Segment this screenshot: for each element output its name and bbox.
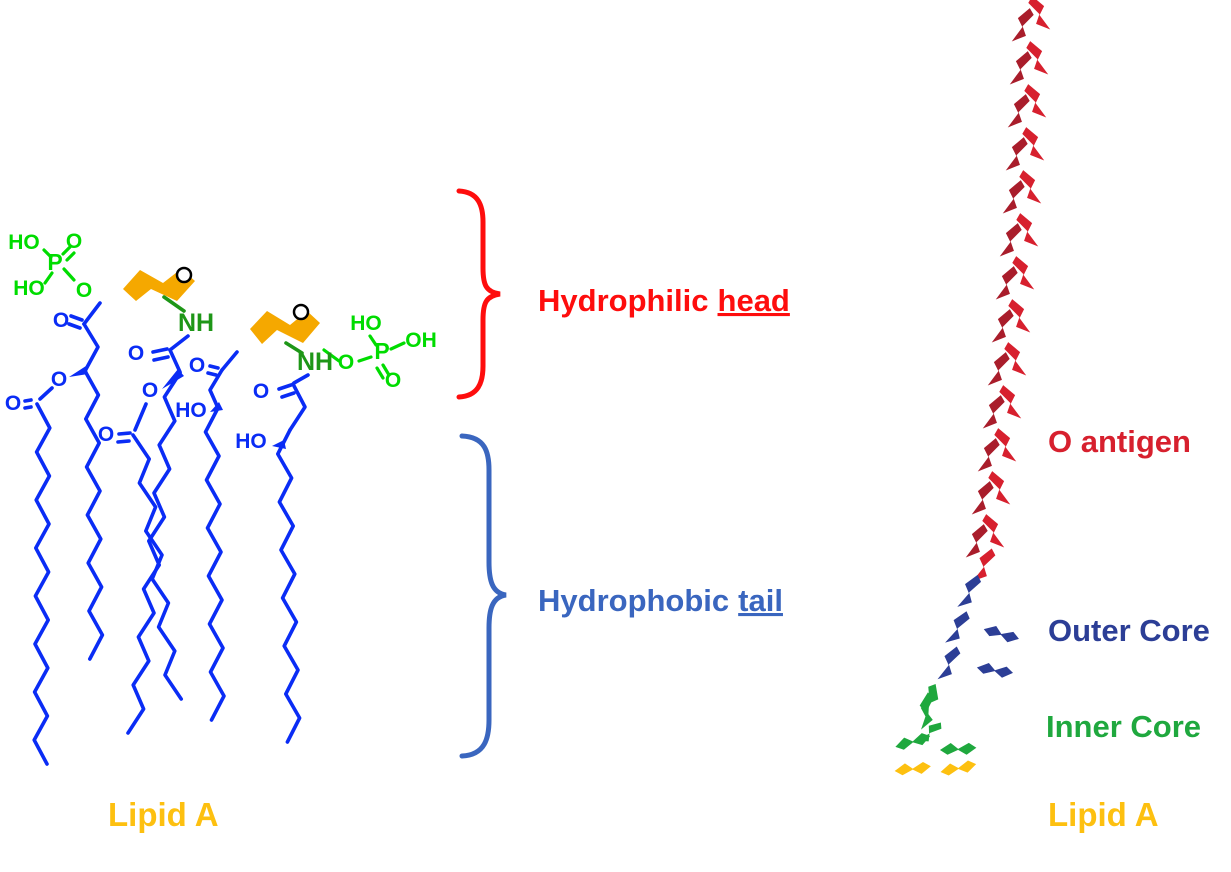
o-antigen-label: O antigen (1048, 424, 1191, 459)
atom-label-ho: HO (350, 312, 382, 335)
sugar-ribbon-icon (957, 572, 983, 612)
hydrophobic-tail-brace (459, 433, 507, 759)
sugar-ribbon-icon (945, 608, 972, 648)
sugar-ribbon-icon (1007, 92, 1031, 131)
atom-label-o: O (98, 423, 114, 446)
atom-label-oh: OH (405, 329, 437, 352)
sugar-nh-bond (284, 341, 304, 355)
lipid-a-label-left: Lipid A (108, 796, 219, 833)
atom-label-o: O (51, 368, 67, 391)
acyl-chain (131, 433, 183, 701)
atom-label-nh: NH (297, 348, 333, 376)
sugar-ribbon-icon (971, 479, 995, 518)
sugar-ring-icon (250, 311, 320, 344)
atom-label-o: O (128, 342, 144, 365)
atom-label-ho: HO (8, 231, 40, 254)
inner-core-label: Inner Core (1046, 709, 1201, 744)
sugar-ribbon-icon (982, 393, 1006, 432)
sugar-ribbon-icon (940, 760, 977, 776)
sugar-ribbon-icon (995, 264, 1019, 303)
outer-core-label: Outer Core (1048, 613, 1210, 648)
acyl-chain (83, 369, 105, 661)
atom-label-o: O (142, 379, 158, 402)
atom-label-ho: HO (13, 277, 45, 300)
atom-label-o: O (5, 392, 21, 415)
acyl-chain (32, 402, 52, 766)
atom-label-p: P (374, 338, 389, 364)
atom-label-p: P (47, 249, 62, 275)
sugar-ribbon-icon (1002, 178, 1026, 217)
lipid-a-label-right: Lipid A (1048, 796, 1159, 833)
acyl-chain (275, 428, 302, 744)
sugar-ribbon-icon (977, 436, 1001, 475)
sugar-ribbon-icon (982, 620, 1021, 648)
hydrophilic-head-brace (456, 188, 501, 400)
sugar-ribbon-icon (1009, 49, 1033, 88)
atom-label-o: O (253, 380, 269, 403)
sugar-ribbon-icon (1005, 135, 1029, 174)
phosphate-group (42, 245, 76, 285)
sugar-ribbon-icon (939, 740, 977, 758)
atom-label-o: O (338, 351, 354, 374)
sugar-ribbon-icon (975, 658, 1015, 683)
anomeric-center-icon (292, 303, 310, 321)
atom-label-o: O (76, 279, 92, 302)
sugar-ribbon-icon (894, 761, 931, 777)
atom-label-o: O (385, 369, 401, 392)
sugar-ribbon-icon (991, 307, 1015, 346)
atom-label-ho: HO (235, 430, 267, 453)
phosphate-group (322, 334, 406, 380)
anomeric-center-icon (175, 266, 193, 284)
sugar-ribbon-icon (987, 350, 1011, 389)
atom-label-o: O (53, 309, 69, 332)
sugar-ribbon-icon (894, 731, 932, 751)
sugar-nh-bond (162, 295, 186, 313)
acyl-chain (203, 406, 226, 722)
acyl-chain (126, 371, 182, 735)
atom-label-o: O (189, 354, 205, 377)
sugar-ribbon-icon (999, 221, 1023, 260)
atom-label-ho: HO (175, 399, 207, 422)
sugar-ribbon-icon (937, 644, 962, 683)
atom-label-nh: NH (178, 309, 214, 337)
acyl-head-bonds (23, 301, 310, 449)
atom-label-o: O (66, 230, 82, 253)
sugar-ribbon-icon (1011, 6, 1035, 45)
sugar-ribbon-icon (913, 681, 946, 722)
lps-chain (894, 0, 1051, 777)
